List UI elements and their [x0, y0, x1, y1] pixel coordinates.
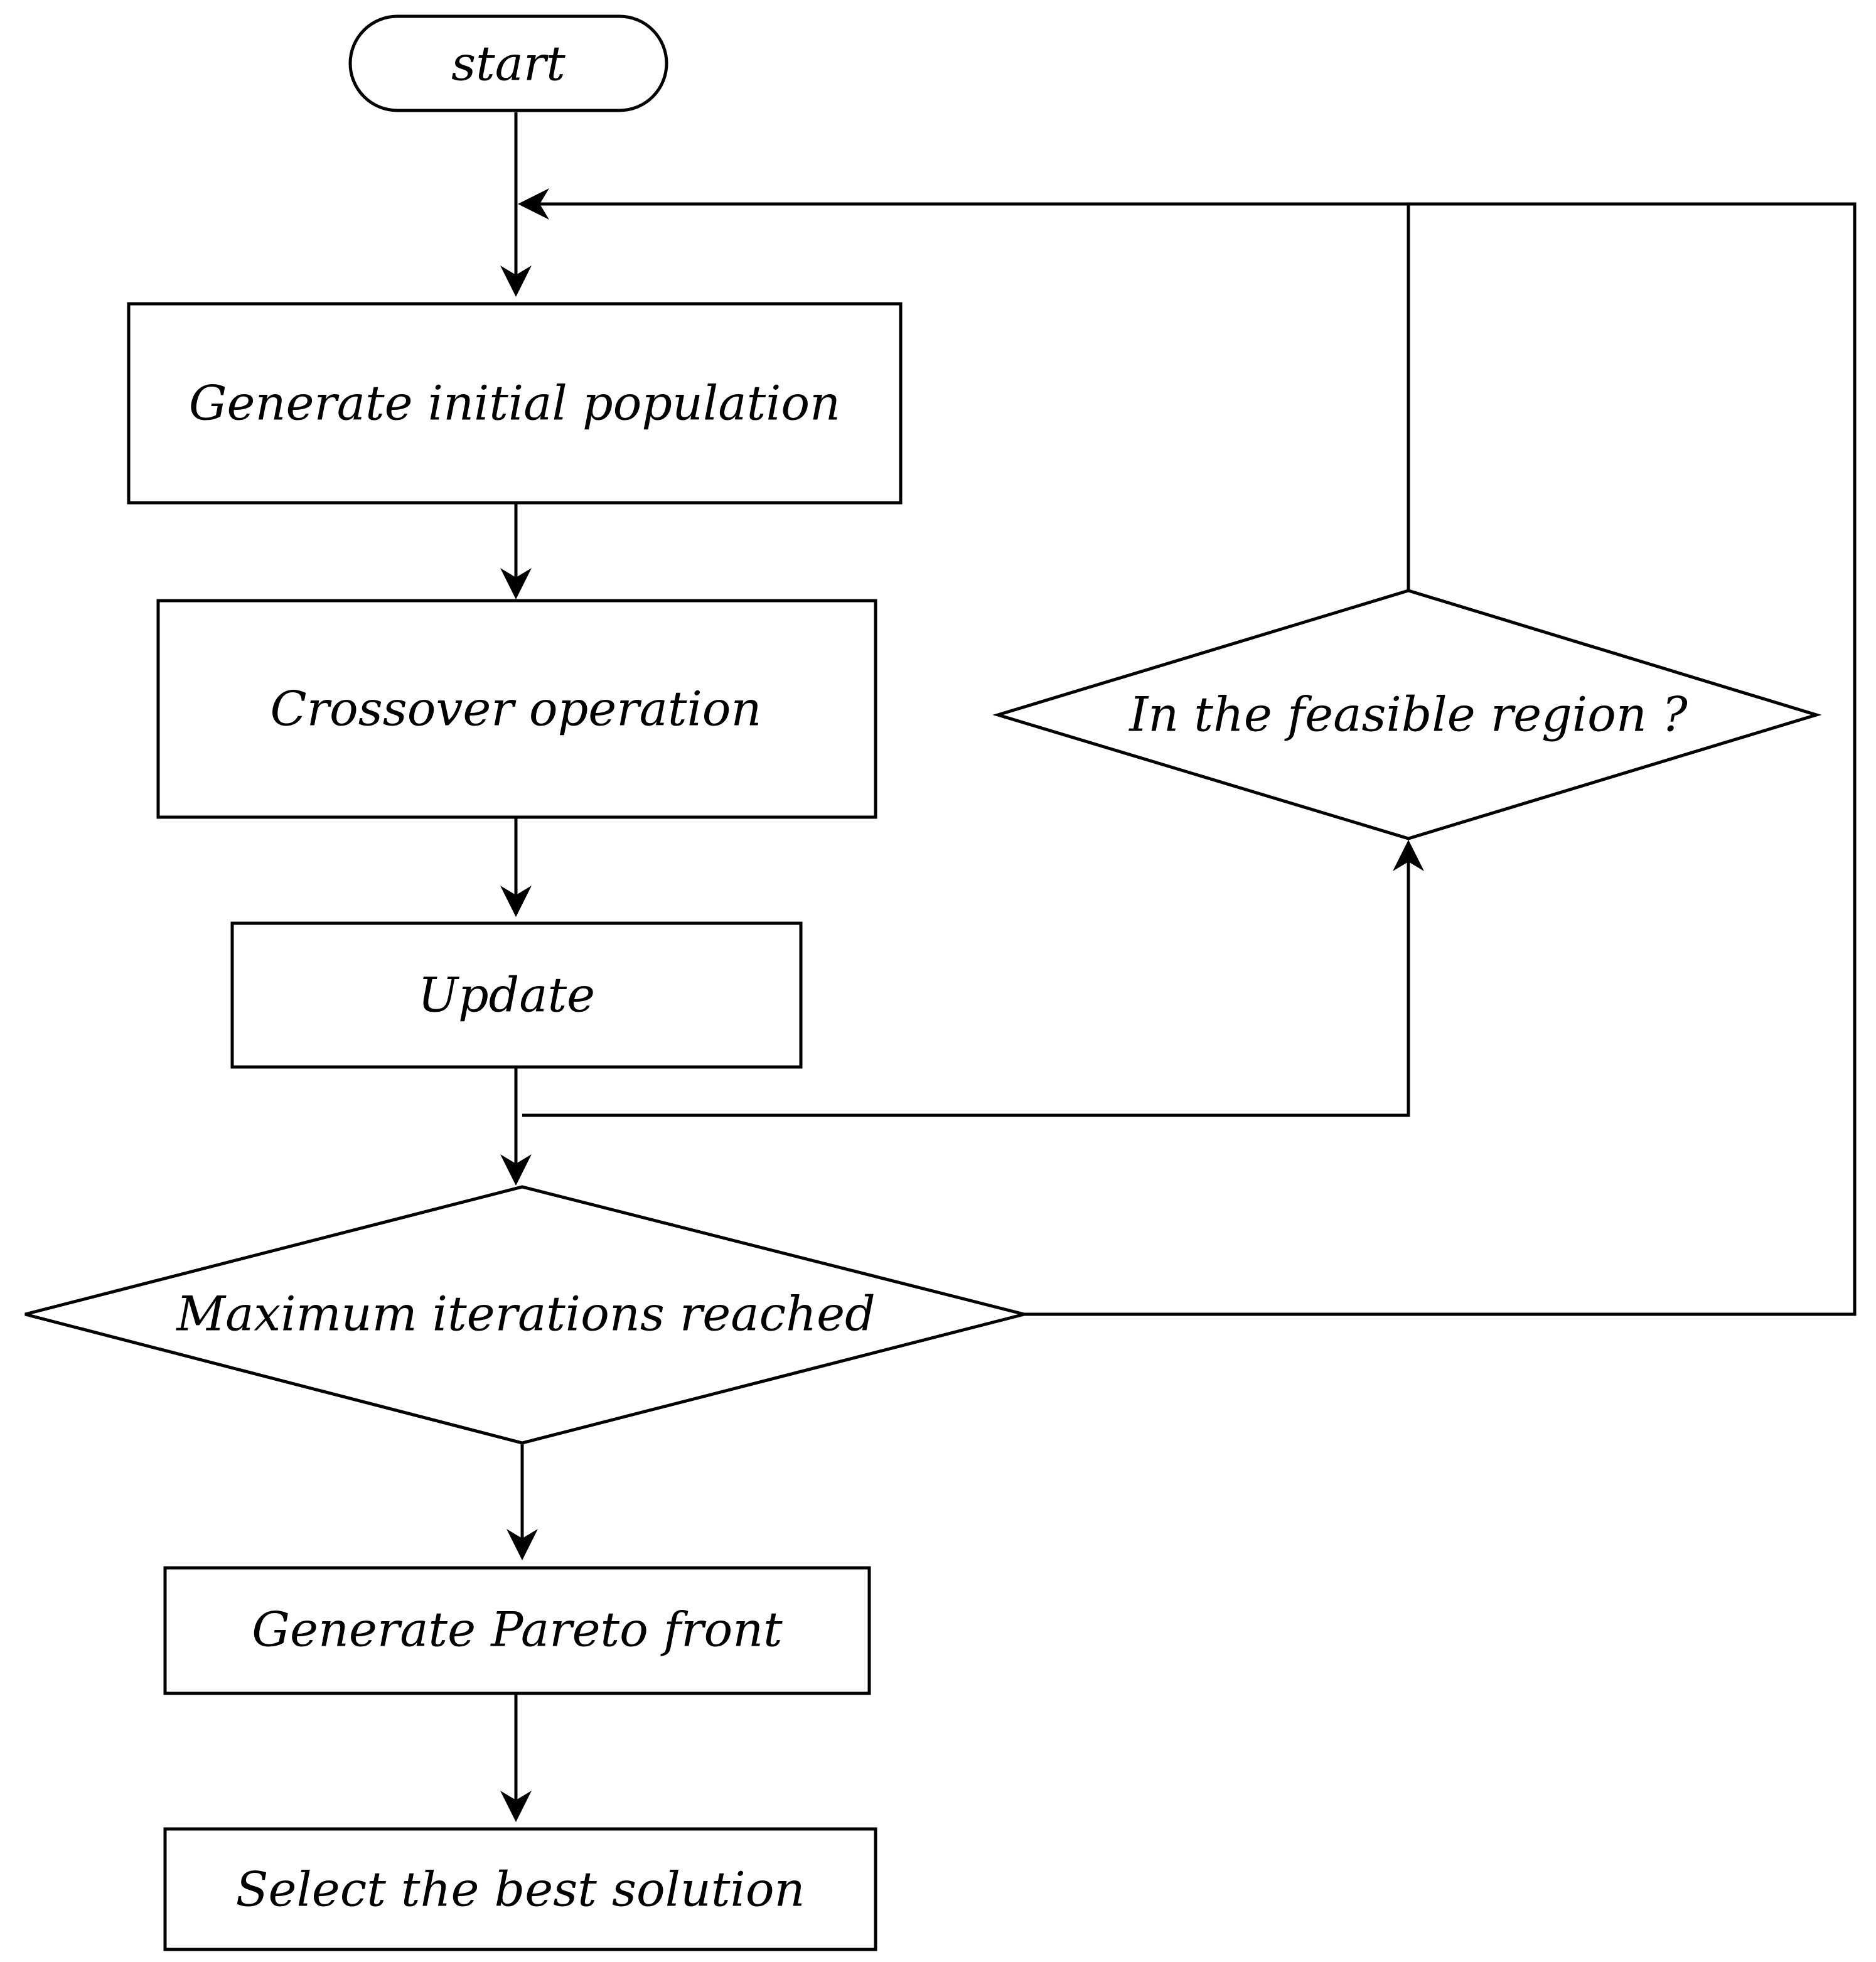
generate-pareto-front-box: Generate Pareto front [163, 1566, 871, 1695]
feasible-region-decision-shape [992, 589, 1822, 840]
update-label: Update [418, 967, 595, 1023]
update-box: Update [230, 921, 803, 1069]
start-terminal-shape [348, 14, 668, 112]
select-best-solution-shape [163, 1827, 877, 1951]
arrow-update-to-feasible-region [522, 840, 1424, 1117]
crossover-operation-box: Crossover operation [156, 599, 877, 819]
select-best-solution-box: Select the best solution [163, 1827, 877, 1951]
generate-initial-population-label: Generate initial population [189, 375, 840, 431]
generate-initial-population-box: Generate initial population [127, 302, 903, 505]
select-best-solution-label: Select the best solution [235, 1862, 805, 1917]
line-max-iterations-loop-back [1024, 202, 1857, 1316]
crossover-operation-label: Crossover operation [271, 681, 762, 737]
crossover-operation-shape [156, 599, 877, 819]
max-iterations-decision-label: Maximum iterations reached [175, 1286, 875, 1342]
feasible-region-decision-label: In the feasible region ? [1128, 687, 1688, 742]
generate-pareto-front-label: Generate Pareto front [252, 1602, 783, 1658]
start-terminal: start [348, 14, 668, 112]
update-shape [230, 921, 803, 1069]
generate-pareto-front-shape [163, 1566, 871, 1695]
feasible-region-decision: In the feasible region ? [992, 589, 1822, 840]
generate-initial-population-shape [127, 302, 903, 505]
max-iterations-decision: Maximum iterations reached [24, 1185, 1025, 1445]
start-label: start [451, 36, 565, 92]
